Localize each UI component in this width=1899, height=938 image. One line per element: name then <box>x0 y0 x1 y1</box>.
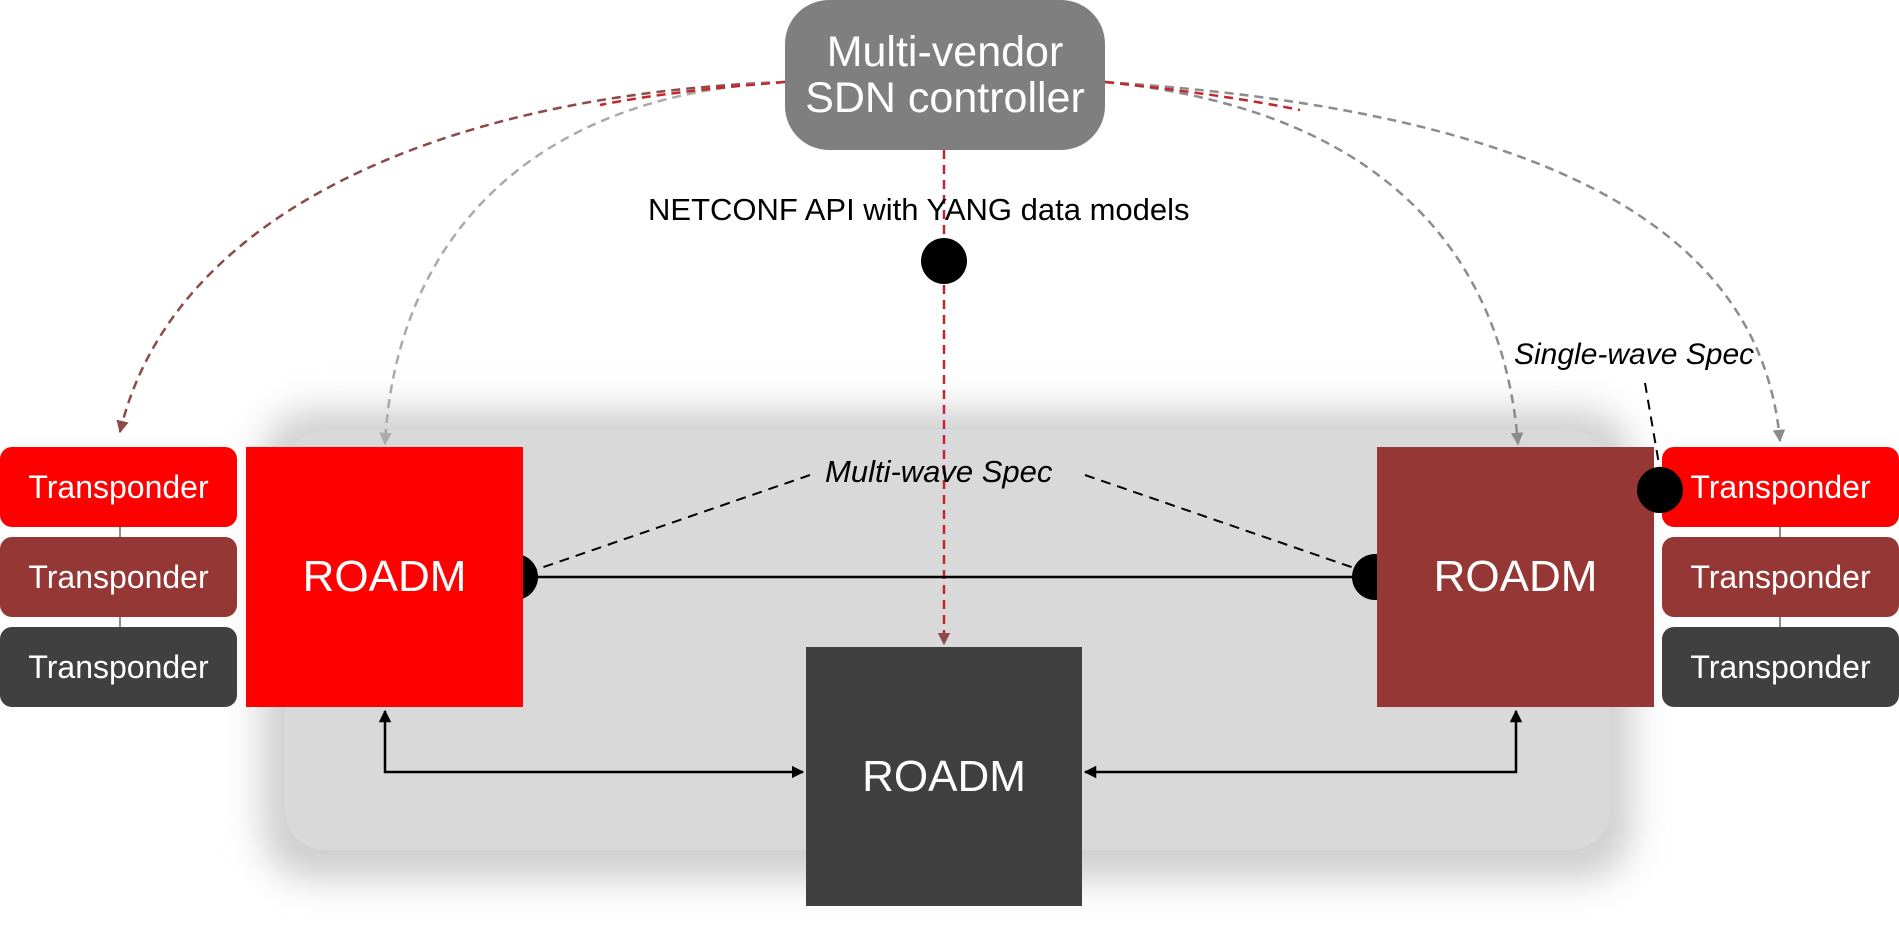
single-wave-spec-label: Single-wave Spec <box>1514 338 1755 371</box>
roadm-bottom-label: ROADM <box>862 751 1026 801</box>
multi-wave-spec-label: Multi-wave Spec <box>825 454 1053 489</box>
transponder-left-1-label: Transponder <box>28 468 209 505</box>
transponder-right-2: Transponder <box>1662 537 1899 617</box>
transponder-right-1: Transponder <box>1662 447 1899 527</box>
roadm-left-label: ROADM <box>302 552 467 601</box>
fiber-link-right-bottom <box>1083 709 1523 779</box>
measurement-point-api <box>921 238 967 284</box>
fiber-link-left-bottom <box>378 709 805 779</box>
transponder-right-3: Transponder <box>1662 627 1899 707</box>
transponder-left-1: Transponder <box>0 447 237 527</box>
roadm-right: ROADM <box>1377 447 1654 707</box>
transponder-left-2: Transponder <box>0 537 237 617</box>
sdn-controller: Multi-vendor SDN controller <box>785 0 1105 150</box>
transponder-left-3-label: Transponder <box>28 648 209 685</box>
transponder-right-2-label: Transponder <box>1690 558 1871 595</box>
transponder-right-3-label: Transponder <box>1690 648 1871 685</box>
roadm-right-label: ROADM <box>1433 552 1598 601</box>
control-link-left-transponder <box>116 80 786 434</box>
transponder-left-2-label: Transponder <box>28 558 209 595</box>
api-label: NETCONF API with YANG data models <box>648 192 1190 227</box>
controller-line1: Multi-vendor <box>826 28 1064 76</box>
roadm-left: ROADM <box>246 447 523 707</box>
transponder-right-1-label: Transponder <box>1690 468 1871 505</box>
transponder-left-3: Transponder <box>0 627 237 707</box>
controller-line2: SDN controller <box>805 74 1085 122</box>
roadm-bottom: ROADM <box>806 647 1082 906</box>
